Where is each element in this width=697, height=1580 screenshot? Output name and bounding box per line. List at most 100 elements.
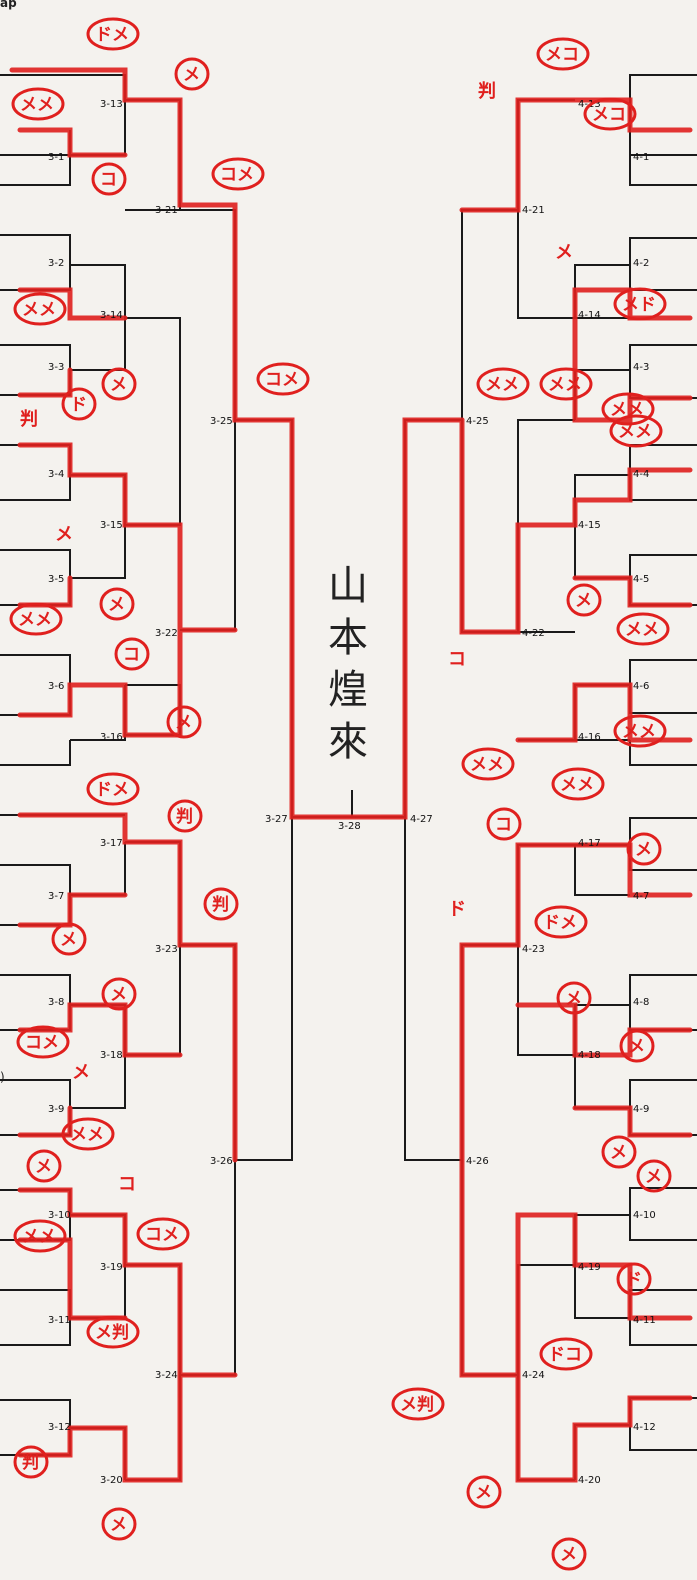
annotation-text: メメ xyxy=(625,620,659,640)
annotation: メコ xyxy=(583,97,637,131)
match-label: 3-1 xyxy=(48,152,64,163)
annotation: メメ xyxy=(11,87,65,121)
annotation-text: メ xyxy=(565,989,582,1009)
annotation: コ xyxy=(114,637,150,671)
annotation-ring xyxy=(636,1159,672,1193)
annotation-text: メコ xyxy=(592,105,626,125)
annotation: メメ xyxy=(551,767,605,801)
annotation-ring xyxy=(534,905,588,939)
annotation: メ xyxy=(72,1062,90,1083)
annotation: メメ xyxy=(461,747,515,781)
annotation-text: ドメ xyxy=(543,913,577,933)
annotation-text: メ xyxy=(108,595,125,615)
annotation: メ xyxy=(101,977,137,1011)
annotation-text: メ xyxy=(475,1483,492,1503)
match-label: 4-12 xyxy=(633,1422,656,1433)
annotation-ring xyxy=(114,637,150,671)
match-label: 4-26 xyxy=(466,1156,489,1167)
annotation: ド xyxy=(616,1262,652,1296)
match-label: 3-3 xyxy=(48,362,64,373)
match-label: 4-3 xyxy=(633,362,649,373)
annotation: メメ xyxy=(609,414,663,448)
annotation: ド xyxy=(448,899,466,920)
match-label: 4-24 xyxy=(522,1370,545,1381)
annotation: メメ xyxy=(476,367,530,401)
annotation: メ xyxy=(556,981,592,1015)
annotation: 判 xyxy=(13,1445,49,1479)
match-label: 4-18 xyxy=(578,1050,601,1061)
annotation-text: メ xyxy=(645,1167,662,1187)
annotation-ring xyxy=(256,362,310,396)
match-label: 4-23 xyxy=(522,944,545,955)
match-label: 3-10 xyxy=(48,1210,71,1221)
annotation-text: メメ xyxy=(470,755,504,775)
annotation: メ xyxy=(174,57,210,91)
annotation-text: ドコ xyxy=(548,1345,582,1365)
annotation-ring xyxy=(601,1135,637,1169)
annotation: メ xyxy=(636,1159,672,1193)
match-label: 4-5 xyxy=(633,574,649,585)
annotation-text: メ判 xyxy=(95,1323,129,1343)
annotation: ド xyxy=(61,387,97,421)
match-label: 3-7 xyxy=(48,891,64,902)
annotation: メメ xyxy=(539,367,593,401)
match-label: 3-26 xyxy=(210,1156,233,1167)
left-bracket-lines xyxy=(0,74,405,1481)
annotation-ring xyxy=(551,1537,587,1571)
annotation: ドコ xyxy=(539,1337,593,1371)
annotation: メド xyxy=(613,287,667,321)
annotation-text: メ xyxy=(110,375,127,395)
annotation: 判 xyxy=(203,887,239,921)
match-label: 4-15 xyxy=(578,520,601,531)
annotation: メ xyxy=(26,1149,62,1183)
annotation-text: メ xyxy=(55,524,73,545)
annotation-ring xyxy=(26,1149,62,1183)
annotation-text: コ xyxy=(448,649,466,670)
annotation: コ xyxy=(118,1174,136,1195)
match-label: 3-14 xyxy=(100,310,123,321)
annotation-ring xyxy=(626,832,662,866)
annotation-text: メメ xyxy=(560,775,594,795)
annotation: コ xyxy=(448,649,466,670)
annotation-text: ドメ xyxy=(95,25,129,45)
annotation-text: メド xyxy=(622,295,656,315)
match-label: 3-5 xyxy=(48,574,64,585)
annotation: メ xyxy=(51,922,87,956)
annotation-ring xyxy=(583,97,637,131)
match-label: 3-20 xyxy=(100,1475,123,1486)
annotation: メ xyxy=(101,367,137,401)
annotation-text: メ xyxy=(175,713,192,733)
match-label: 4-7 xyxy=(633,891,649,902)
annotation-text: メメ xyxy=(22,1227,56,1247)
annotation: メ xyxy=(551,1537,587,1571)
annotation-text: メメ xyxy=(70,1125,104,1145)
annotation: メコ xyxy=(536,37,590,71)
annotation-text: ド xyxy=(448,899,466,920)
annotation-text: メメ xyxy=(18,610,52,630)
annotation: メメ xyxy=(613,714,667,748)
annotation-text: コ xyxy=(118,1174,136,1195)
annotation-text: メ xyxy=(555,242,573,263)
match-label: 3-28 xyxy=(338,821,361,832)
match-label: 3-23 xyxy=(155,944,178,955)
match-label: 4-11 xyxy=(633,1315,656,1326)
match-label: 3-12 xyxy=(48,1422,71,1433)
annotation-ring xyxy=(536,37,590,71)
match-label: 4-10 xyxy=(633,1210,656,1221)
annotation: メ xyxy=(555,242,573,263)
annotation-ring xyxy=(601,392,655,426)
match-label: 3-25 xyxy=(210,416,233,427)
annotation-text: メメ xyxy=(622,722,656,742)
annotation-ring xyxy=(99,587,135,621)
match-label: 3-21 xyxy=(155,205,178,216)
annotation: ドメ xyxy=(534,905,588,939)
annotation-text: コメ xyxy=(265,370,299,390)
annotation-text: ド xyxy=(625,1270,642,1290)
annotation-text: コメ xyxy=(25,1033,59,1053)
margin-mark: ) xyxy=(0,1070,5,1084)
annotation: メ xyxy=(566,583,602,617)
annotation-text: メ xyxy=(575,591,592,611)
annotation-ring xyxy=(86,1315,140,1349)
annotation-ring xyxy=(551,767,605,801)
